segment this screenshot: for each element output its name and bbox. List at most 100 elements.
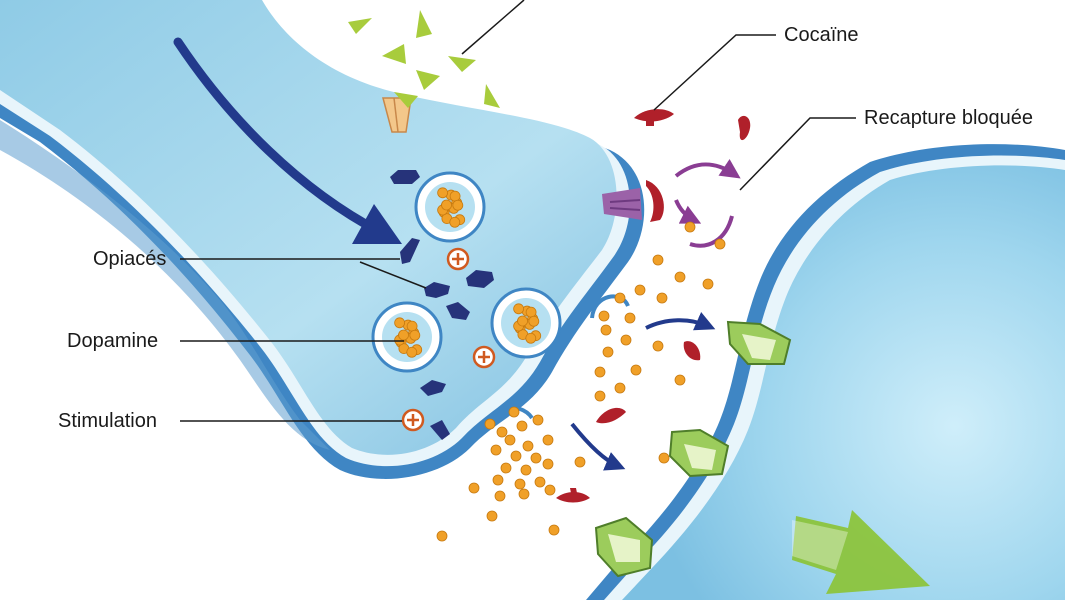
dopamine-molecule <box>492 474 504 486</box>
dopamine-molecule <box>449 216 461 228</box>
dopamine-molecule <box>598 310 610 322</box>
dopamine-release-arrow <box>645 311 716 331</box>
dopamine-molecule <box>534 476 546 488</box>
dopamine-molecule <box>548 524 560 536</box>
presynaptic-neuron <box>0 0 645 479</box>
dopamine-molecule <box>468 482 480 494</box>
dopamine-molecule <box>510 450 522 462</box>
cocaine-molecule-icon <box>646 180 664 222</box>
dopamine-molecule <box>674 374 686 386</box>
dopamine-molecule <box>525 332 537 344</box>
dopamine-molecule <box>542 458 554 470</box>
dopamine-molecule <box>508 406 520 418</box>
dopamine-molecule <box>544 484 556 496</box>
dopamine-molecule <box>602 346 614 358</box>
postsynaptic-neuron <box>586 144 1065 600</box>
dopamine-molecule <box>494 490 506 502</box>
leader-line-cocaine <box>653 34 776 111</box>
dopamine-molecule <box>714 238 726 250</box>
label-reuptake-blocked: Recapture bloquée <box>864 107 1034 129</box>
dopamine-molecule <box>409 329 421 341</box>
dopamine-receptor <box>726 320 792 365</box>
dopamine-molecule <box>656 292 668 304</box>
dopamine-molecule <box>504 434 516 446</box>
label-dopamine: Dopamine <box>67 330 159 352</box>
release-pocket <box>590 294 630 319</box>
dopamine-molecule <box>516 420 528 432</box>
dopamine-molecule <box>406 320 418 332</box>
reuptake-arrow <box>674 159 741 179</box>
dopamine-molecule <box>528 315 540 327</box>
dopamine-receptor <box>668 428 730 478</box>
leader-line-reuptake <box>739 117 856 191</box>
dopamine-release-arrow <box>570 422 626 471</box>
dopamine-molecule <box>441 199 452 211</box>
dopamine-molecule <box>634 284 646 296</box>
dopamine-molecule <box>652 340 664 352</box>
dopamine-molecule <box>500 462 512 474</box>
reuptake-arrow <box>689 215 734 248</box>
nerve-impulse-arrow <box>173 37 385 237</box>
dopamine-molecule <box>614 382 626 394</box>
plus-circle-icon <box>472 345 496 369</box>
dopamine-molecule <box>398 329 409 341</box>
dopamine-molecule <box>496 426 508 438</box>
nerve-impulse-arrowhead <box>352 204 402 244</box>
dopamine-molecule <box>490 444 502 456</box>
dopamine-transporter <box>602 180 664 222</box>
dopamine-molecule <box>522 440 534 452</box>
dopamine-molecule <box>630 364 642 376</box>
dopamine-molecule <box>652 254 664 266</box>
dopamine-molecule <box>702 278 714 290</box>
dopamine-molecule <box>406 346 418 358</box>
label-stimulation: Stimulation <box>58 410 157 432</box>
drug-particles <box>348 10 500 108</box>
dopamine-molecule <box>436 530 448 542</box>
dopamine-molecule <box>514 478 526 490</box>
dopamine-molecule <box>486 510 498 522</box>
cocaine-molecules <box>556 109 751 503</box>
dopamine-molecule <box>542 434 554 446</box>
dopamine-molecule <box>484 418 496 430</box>
plus-circle-icon <box>401 408 425 432</box>
dopamine-receptor <box>594 516 654 578</box>
leader-line-top <box>461 0 525 55</box>
dopamine-molecule <box>517 315 528 327</box>
reuptake-arrow <box>674 199 702 224</box>
plus-circle-icon <box>446 247 470 271</box>
dopamine-molecule <box>614 292 626 304</box>
dopamine-molecule <box>525 306 537 318</box>
dopamine-molecule <box>594 390 606 402</box>
dopamine-molecule <box>684 221 696 233</box>
dopamine-molecule <box>532 414 544 426</box>
leader-lines <box>180 0 856 422</box>
arrow-highlight <box>792 520 848 570</box>
dopamine-molecule <box>674 271 686 283</box>
dopamine-molecule <box>594 366 606 378</box>
dopamine-molecule <box>452 199 464 211</box>
dopamine-molecule <box>518 488 530 500</box>
axon-shading <box>0 120 330 450</box>
dopamine-molecule <box>658 452 670 464</box>
opiate-molecules <box>390 170 494 440</box>
label-opiates: Opiacés <box>93 248 167 270</box>
dopamine-molecule <box>574 456 586 468</box>
vesicle-dopamine <box>394 187 542 358</box>
postsynaptic-cytoplasm <box>622 165 1065 600</box>
dopamine-molecule <box>600 324 612 336</box>
dopamine-molecule <box>394 317 406 329</box>
dopamine-molecule <box>513 303 525 315</box>
presynaptic-cytoplasm <box>0 0 617 455</box>
dopamine-molecule <box>624 312 636 324</box>
dopamine-molecule <box>530 452 542 464</box>
dopamine-molecule <box>620 334 632 346</box>
leader-line-opiates-2 <box>359 261 427 289</box>
dopamine-molecule <box>520 464 532 476</box>
label-cocaine: Cocaïne <box>784 24 859 46</box>
dopamine-particles <box>436 221 726 542</box>
dopamine-molecule <box>437 187 449 199</box>
signal-output-arrow <box>792 510 930 594</box>
dopamine-molecule <box>449 190 461 202</box>
